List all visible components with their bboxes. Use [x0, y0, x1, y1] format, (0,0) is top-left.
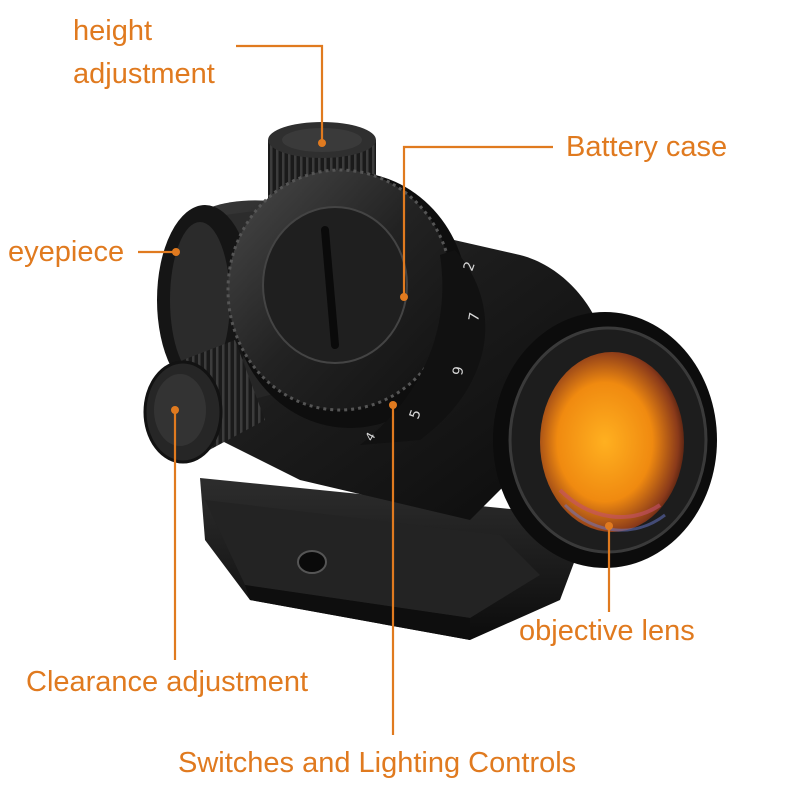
label-clearance-adjustment: Clearance adjustment — [26, 666, 309, 698]
leader-dot-objective — [605, 522, 613, 530]
label-eyepiece: eyepiece — [8, 236, 125, 268]
leader-dot-height — [318, 139, 326, 147]
brightness-dial: 2 7 9 5 4 — [360, 250, 486, 445]
dial-number: 9 — [450, 365, 467, 377]
battery-case-cap — [226, 168, 468, 428]
clearance-adjustment-knob — [143, 340, 265, 464]
label-height-line1: height — [73, 15, 153, 47]
leader-battery — [402, 145, 553, 297]
leader-lines — [138, 44, 613, 735]
leader-dot-eyepiece — [172, 248, 180, 256]
label-height-adjustment: height adjustment — [73, 10, 215, 96]
dial-number: 7 — [466, 311, 483, 323]
label-switches-lighting-controls: Switches and Lighting Controls — [178, 747, 577, 779]
leader-height — [236, 44, 324, 143]
objective-lens — [493, 312, 717, 568]
label-battery-case: Battery case — [566, 131, 728, 163]
rail-screw — [297, 550, 327, 574]
label-height-line2: adjustment — [73, 58, 215, 90]
leader-dot-switches — [389, 401, 397, 409]
leader-dot-battery — [400, 293, 408, 301]
battery-cap-slot — [321, 226, 339, 349]
label-objective-lens: objective lens — [519, 615, 695, 647]
mounting-rail — [200, 478, 575, 640]
leader-dot-clearance — [171, 406, 179, 414]
